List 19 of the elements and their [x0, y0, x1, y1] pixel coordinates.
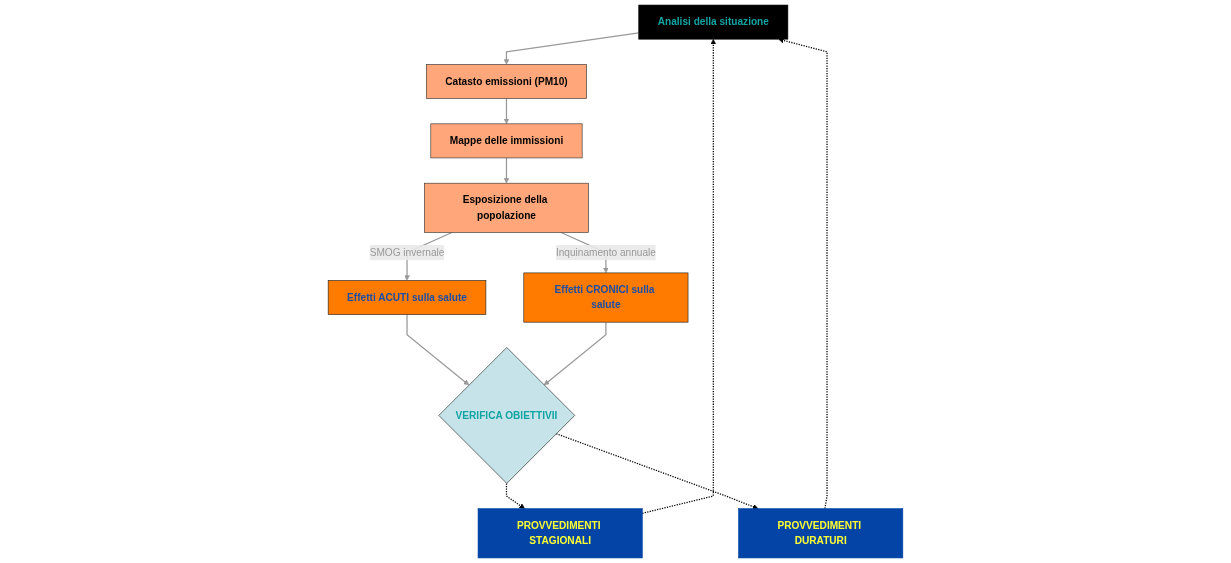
node-box: Mappe delle immissioni [430, 123, 583, 159]
arrow [641, 38, 717, 514]
arrow [503, 32, 640, 65]
arrow [505, 482, 525, 509]
node-box: Effetti CRONICI sulla salute [523, 272, 689, 323]
node-box: PROVVEDIMENTI STAGIONALI [477, 508, 643, 559]
edge-label: SMOG invernale [369, 247, 445, 258]
node-diamond: VERIFICA OBIETTIVII [438, 347, 576, 484]
node-box: PROVVEDIMENTI DURATURI [738, 508, 904, 559]
arrow [406, 313, 470, 386]
arrow [778, 37, 828, 510]
arrow [543, 321, 607, 386]
node-box: Analisi della situazione [638, 4, 789, 40]
arrow [503, 97, 510, 125]
edge-label: Inquinamento annuale [555, 247, 656, 258]
node-box: Catasto emissioni (PM10) [426, 64, 587, 99]
arrow [503, 157, 510, 184]
node-box: Esposizione della popolazione [424, 182, 589, 233]
node-box: Effetti ACUTI sulla salute [327, 280, 487, 315]
